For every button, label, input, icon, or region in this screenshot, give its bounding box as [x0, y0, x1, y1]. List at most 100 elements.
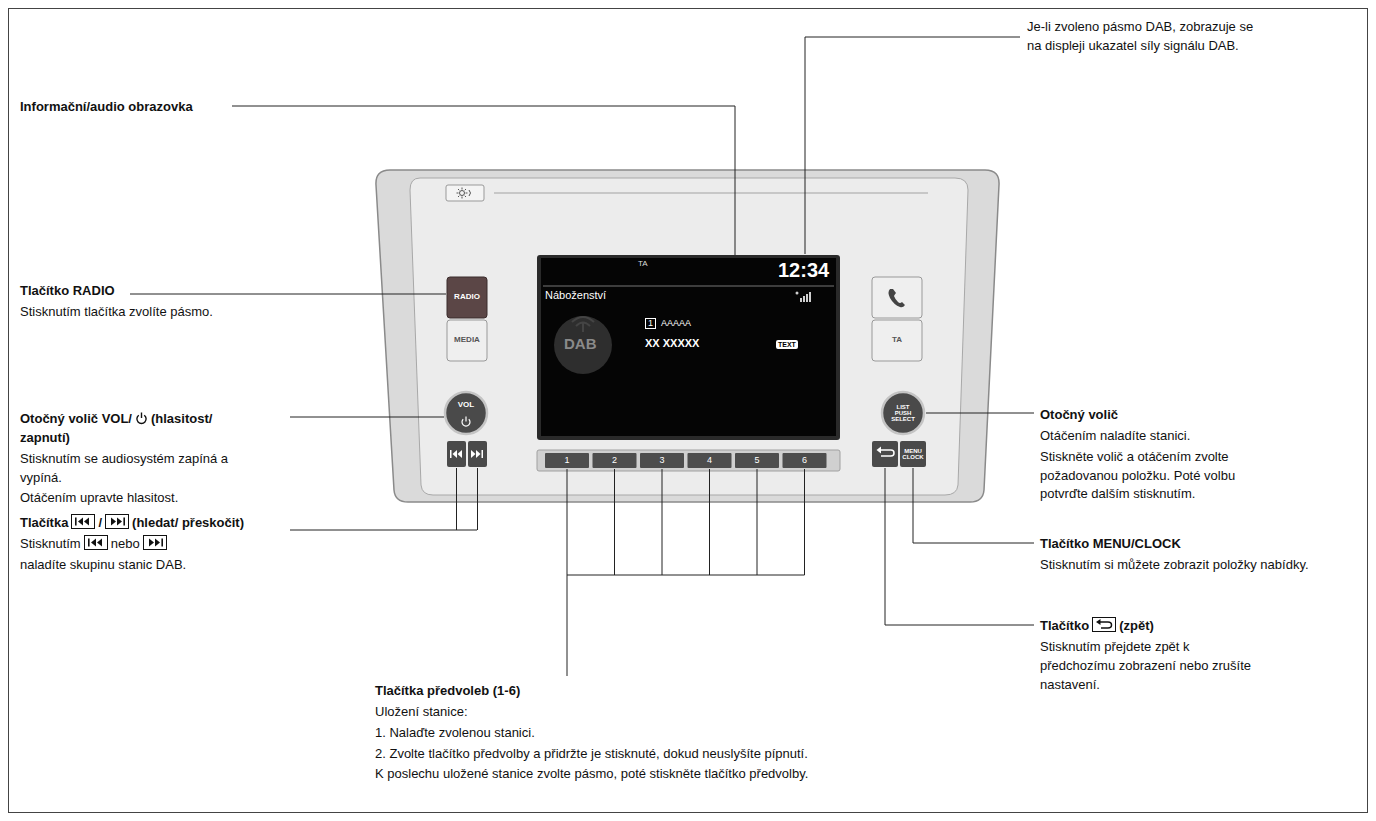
leader-lines	[130, 37, 1034, 676]
screen-text: 1	[645, 318, 656, 329]
button-label: TA	[892, 336, 902, 344]
menu-clock-callout: Tlačítko MENU/CLOCK Stisknutím si můžete …	[1040, 533, 1340, 575]
screen-text: DAB	[564, 336, 597, 352]
menu-clock-button	[900, 441, 926, 467]
callout-paragraph: 1. Nalaďte zvolenou stanici.	[375, 724, 1095, 743]
phone-button	[872, 277, 922, 318]
seek-back-button	[447, 441, 466, 467]
dab-watermark	[554, 316, 612, 374]
button-label: 4	[707, 456, 712, 465]
screen-text: 12:34	[778, 260, 829, 281]
callout-paragraph: Tlačítko RADIO	[20, 282, 270, 301]
callout-paragraph: Je-li zvoleno pásmo DAB, zobrazuje se na…	[1027, 18, 1259, 56]
trim-line	[494, 192, 928, 194]
signal-callout: Je-li zvoleno pásmo DAB, zobrazuje se na…	[1027, 16, 1259, 56]
seek-icons	[450, 450, 483, 458]
next-icon	[143, 535, 167, 550]
callout-paragraph: Uložení stanice:	[375, 703, 1095, 722]
callout-paragraph: K poslechu uložené stanice zvolte pásmo,…	[375, 765, 1095, 784]
seek-callout: Tlačítka/(hledat/ přeskočit) Stisknutím ne…	[20, 512, 265, 575]
callout-paragraph: Otočný volič VOL/(hlasitost/ zapnutí)	[20, 410, 265, 448]
face-panel	[410, 178, 968, 495]
preset-strip	[537, 450, 840, 471]
callout-text: Otáčením upravte hlasitost.	[20, 490, 178, 505]
callout-paragraph: Stisknutím tlačítka zvolíte pásmo.	[20, 303, 270, 322]
select-knob-label: LIST PUSH SELECT	[889, 398, 917, 428]
back-icon	[1092, 617, 1116, 632]
ta-button-label: TA	[872, 320, 922, 361]
screen-text: AAAAA	[661, 319, 691, 328]
callout-text: Je-li zvoleno pásmo DAB, zobrazuje se na…	[1027, 19, 1253, 53]
callout-heading: Tlačítko RADIO	[20, 283, 115, 298]
vol-knob	[445, 392, 487, 434]
button-label: 5	[754, 456, 759, 465]
back-icon	[877, 447, 895, 457]
callout-text: Stisknutím se audiosystém zapíná a vypín…	[20, 451, 228, 485]
callout-heading: Otočný volič VOL/	[20, 411, 132, 426]
radio-button-label: RADIO	[447, 277, 487, 318]
screen-text: XX XXXXX	[645, 338, 699, 350]
callout-paragraph: Stisknutím přejdete zpět k předchozímu z…	[1040, 638, 1252, 695]
callout-text: Uložení stanice:	[375, 704, 468, 719]
menu-clock-label: MENU CLOCK	[900, 441, 926, 467]
button-label: 3	[659, 456, 664, 465]
button-label: VOL	[458, 401, 474, 409]
radio-callout: Tlačítko RADIO Stisknutím tlačítka zvolít…	[20, 280, 270, 322]
media-button-label: MEDIA	[447, 320, 487, 361]
prev-icon	[84, 535, 108, 550]
callout-text: nebo	[111, 536, 140, 551]
callout-paragraph: Tlačítka předvoleb (1-6)	[375, 682, 1095, 701]
select-knob-callout: Otočný voličOtáčením naladíte stanici. St…	[1040, 404, 1285, 504]
callout-text: Stisknutím	[20, 536, 81, 551]
callout-paragraph: Otočný volič	[1040, 406, 1285, 425]
dab-signal-indicator	[796, 292, 812, 303]
callout-paragraph: Informační/audio obrazovka	[20, 98, 280, 117]
vol-knob-label: VOL	[446, 397, 486, 413]
callout-paragraph: naladíte skupinu stanic DAB.	[20, 556, 265, 575]
callout-paragraph: Stisknutím se audiosystém zapíná a vypín…	[20, 450, 265, 488]
callout-paragraph: Tlačítka/(hledat/ přeskočit)	[20, 514, 265, 533]
screen-display	[541, 258, 836, 436]
callout-text: Otáčením naladíte stanici.	[1040, 428, 1190, 443]
callout-heading: Otočný volič	[1040, 407, 1118, 422]
preset-buttons	[545, 453, 827, 468]
callout-paragraph: Otáčením upravte hlasitost.	[20, 489, 265, 508]
callout-heading: (hledat/ přeskočit)	[132, 515, 244, 530]
screen-callout: Informační/audio obrazovka	[20, 96, 280, 117]
callout-text: naladíte skupinu stanic DAB.	[20, 557, 186, 572]
callout-text: Stisknutím si můžete zobrazit položky na…	[1040, 557, 1309, 572]
callout-heading: Tlačítka předvoleb (1-6)	[375, 683, 520, 698]
next-icon	[105, 514, 129, 529]
back-button	[872, 441, 898, 467]
preset-button-label: 6	[783, 453, 827, 468]
select-knob	[882, 392, 924, 434]
info-audio-screen: TA12:34Náboženství1AAAAAXX XXXXXTEXTDAB	[537, 255, 840, 440]
seek-forward-button	[468, 441, 487, 467]
callout-text: Stisknutím přejdete zpět k předchozímu z…	[1040, 639, 1251, 692]
preset-button-label: 2	[593, 453, 637, 468]
button-label: RADIO	[454, 293, 480, 301]
button-label: 1	[564, 456, 569, 465]
screen-text: TEXT	[776, 340, 798, 349]
callout-heading: Tlačítko MENU/CLOCK	[1040, 536, 1181, 551]
screen-text: TA	[638, 260, 648, 268]
button-label: MENU CLOCK	[901, 448, 925, 461]
pow-icon	[135, 411, 148, 425]
prev-icon	[71, 514, 95, 529]
callout-paragraph: Tlačítko MENU/CLOCK	[1040, 535, 1340, 554]
power-icon	[462, 417, 470, 427]
callout-heading: Tlačítka	[20, 515, 68, 530]
media-button	[447, 320, 487, 361]
frame	[9, 9, 1368, 813]
dab-antenna	[572, 317, 594, 332]
housing	[376, 170, 999, 502]
callout-paragraph: Stiskněte volič a otáčením zvolte požado…	[1040, 448, 1285, 505]
callout-text: 2. Zvolte tlačítko předvolby a přidržte …	[375, 746, 808, 761]
radio-button	[447, 277, 487, 318]
callout-heading: Tlačítko	[1040, 618, 1089, 633]
screen-separator	[543, 286, 834, 287]
preset-button-label: 5	[735, 453, 779, 468]
preset-button-label: 1	[545, 453, 589, 468]
ta-button	[872, 320, 922, 361]
